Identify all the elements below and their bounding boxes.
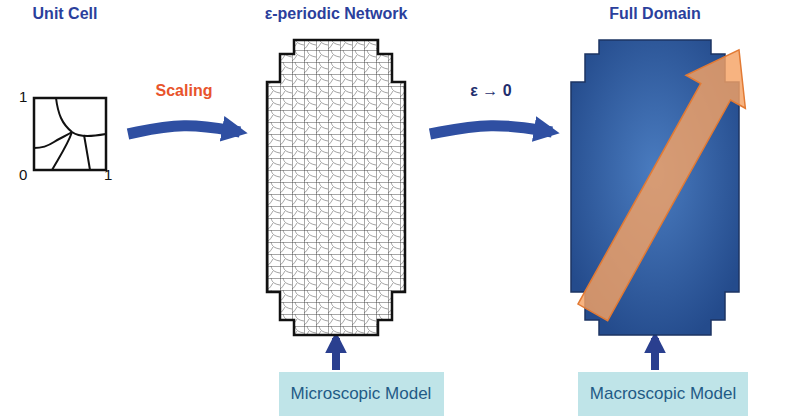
axis-label: 1 — [19, 88, 27, 105]
stage-title: Unit Cell — [4, 5, 126, 23]
model-label: Macroscopic Model — [590, 384, 736, 404]
stage-panel: Full Domain — [556, 5, 754, 335]
axis-label: 0 — [19, 166, 27, 183]
transition-arrow — [430, 126, 552, 134]
transition-arrow — [128, 126, 240, 134]
input-arrow — [332, 338, 340, 370]
model-box: Macroscopic Model — [578, 372, 748, 416]
stage-title: Full Domain — [556, 5, 754, 23]
domain-region — [556, 38, 754, 337]
axis-label: 1 — [104, 166, 112, 183]
network-region — [244, 38, 428, 337]
unit-cell-square — [32, 96, 108, 172]
stage-title: ε-periodic Network — [244, 5, 428, 23]
model-box: Microscopic Model — [279, 372, 444, 416]
model-label: Microscopic Model — [291, 384, 432, 404]
transition-label: Scaling — [156, 82, 213, 100]
flow-arrow — [578, 50, 745, 321]
input-arrow — [651, 338, 659, 370]
stage-panel: ε-periodic Network — [244, 5, 428, 335]
transition-label: ε → 0 — [470, 82, 511, 100]
